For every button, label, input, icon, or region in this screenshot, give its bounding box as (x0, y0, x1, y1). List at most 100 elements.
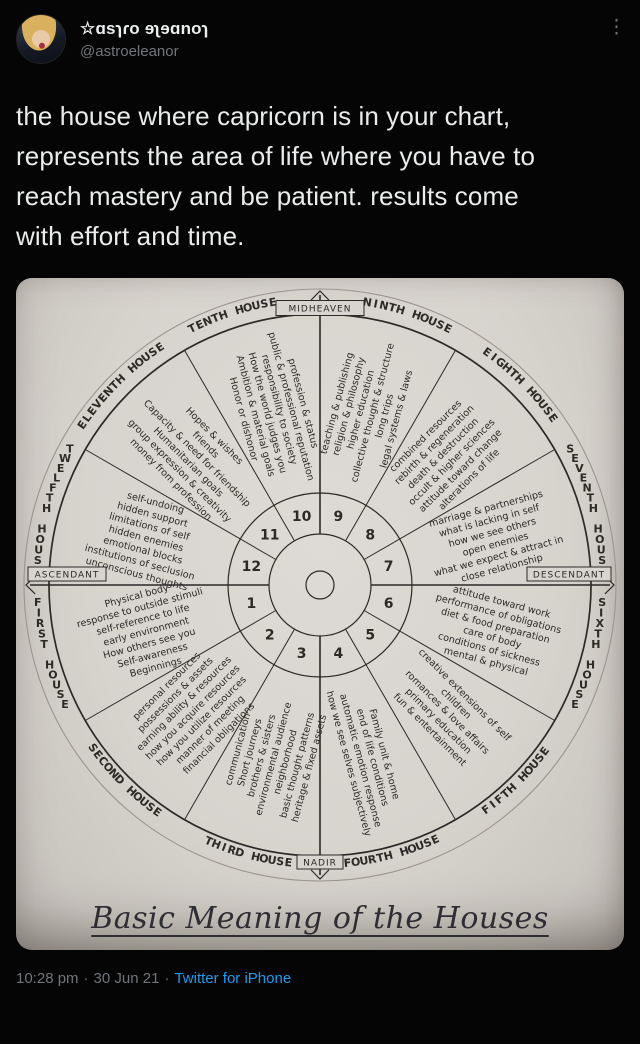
cusp-line (345, 628, 456, 820)
svg-text:H: H (37, 522, 46, 535)
display-name[interactable]: ☆ɑsɿɾo ɘʅɘɑnoɿ (80, 18, 209, 38)
house-number: 10 (292, 509, 312, 525)
svg-text:NADIR: NADIR (303, 859, 337, 869)
svg-text:I: I (488, 351, 499, 364)
svg-text:T: T (387, 301, 398, 316)
svg-text:ASCENDANT: ASCENDANT (35, 571, 100, 581)
svg-text:H: H (233, 302, 245, 317)
svg-text:T: T (40, 638, 48, 651)
svg-text:T: T (587, 492, 595, 505)
svg-text:O: O (418, 310, 431, 326)
svg-text:F: F (49, 482, 57, 495)
svg-text:N: N (582, 482, 591, 495)
house-number: 8 (365, 527, 375, 543)
house-number: 11 (260, 527, 279, 543)
svg-text:O: O (35, 533, 44, 546)
svg-text:E: E (571, 698, 579, 711)
tweet-line: reach mastery and be patient. results co… (16, 181, 519, 211)
svg-text:T: T (66, 443, 74, 456)
house-number: 1 (247, 596, 257, 612)
handle[interactable]: @astroeleanor (80, 42, 179, 60)
axis-label-midheaven: MIDHEAVEN (275, 300, 365, 316)
separator-dot: · (83, 970, 89, 987)
date: 30 Jun 21 (93, 970, 160, 987)
svg-text:N: N (362, 295, 373, 309)
svg-text:H: H (250, 850, 262, 865)
svg-text:O: O (242, 300, 254, 315)
inner-circle (268, 533, 372, 637)
svg-text:S: S (598, 554, 606, 567)
svg-text:T: T (46, 492, 54, 505)
svg-text:U: U (266, 853, 277, 867)
svg-text:S: S (57, 688, 65, 701)
svg-text:H: H (42, 502, 51, 515)
tweet-line: with effort and time. (16, 221, 245, 251)
svg-text:O: O (258, 851, 270, 866)
house-number: 5 (365, 628, 375, 644)
svg-text:S: S (566, 443, 574, 456)
cusp-line (184, 350, 295, 542)
svg-text:F: F (34, 596, 42, 609)
svg-text:H: H (398, 844, 411, 859)
svg-text:O: O (350, 855, 361, 869)
svg-text:S: S (38, 628, 46, 641)
house-number: 6 (384, 596, 394, 612)
source-link[interactable]: Twitter for iPhone (174, 970, 292, 987)
svg-text:S: S (34, 554, 42, 567)
axis-arrow-icon (310, 869, 330, 880)
cusp-line (363, 449, 555, 560)
svg-text:H: H (593, 522, 602, 535)
svg-text:O: O (406, 841, 419, 856)
cusp-line (184, 628, 295, 820)
svg-text:O: O (595, 533, 604, 546)
kebab-menu-icon[interactable]: ⋮ (607, 17, 626, 38)
axis-arrow-icon (310, 290, 330, 301)
svg-text:S: S (275, 855, 285, 869)
cusp-line (85, 449, 277, 560)
svg-text:E: E (268, 295, 278, 309)
tweet-header: ☆ɑsɿɾo ɘʅɘɑnoɿ @astroeleanor ⋮ (0, 0, 640, 64)
svg-text:D: D (233, 845, 245, 860)
svg-text:S: S (575, 688, 583, 701)
tweet-line: represents the area of life where you ha… (16, 141, 536, 171)
svg-text:L: L (53, 472, 60, 485)
tweet-meta: 10:28 pm·30 Jun 21·Twitter for iPhone (0, 950, 640, 987)
svg-text:MIDHEAVEN: MIDHEAVEN (289, 305, 352, 315)
cusp-line (345, 350, 456, 542)
svg-text:U: U (413, 838, 426, 853)
svg-text:N: N (378, 298, 390, 313)
svg-text:X: X (596, 617, 605, 630)
svg-text:H: H (394, 302, 406, 317)
axis-label-ascendant: ASCENDANT (27, 566, 107, 582)
svg-text:R: R (367, 852, 378, 866)
tweet-line: the house where capricorn is in your cha… (16, 101, 511, 131)
author-names: ☆ɑsɿɾo ɘʅɘɑnoɿ @astroeleanor (80, 19, 624, 60)
svg-text:U: U (34, 543, 43, 556)
svg-text:U: U (579, 678, 588, 691)
svg-text:S: S (259, 297, 269, 311)
house-number: 12 (242, 559, 261, 575)
svg-text:S: S (598, 596, 606, 609)
cusp-line (363, 610, 555, 721)
svg-text:E: E (284, 856, 293, 870)
avatar[interactable] (16, 14, 66, 64)
house-number: 2 (265, 628, 275, 644)
svg-text:O: O (48, 668, 57, 681)
axis-label-nadir: NADIR (296, 854, 344, 870)
svg-text:DESCENDANT: DESCENDANT (533, 571, 605, 581)
timestamp: 10:28 pm (16, 970, 79, 987)
image-title: Basic Meaning of the Houses (91, 901, 549, 936)
svg-text:I: I (487, 798, 498, 811)
svg-text:I: I (220, 841, 228, 855)
hub-circle (305, 570, 335, 600)
svg-text:I: I (599, 607, 603, 620)
house-number: 3 (297, 646, 307, 662)
svg-text:O: O (582, 668, 591, 681)
svg-text:U: U (597, 543, 606, 556)
